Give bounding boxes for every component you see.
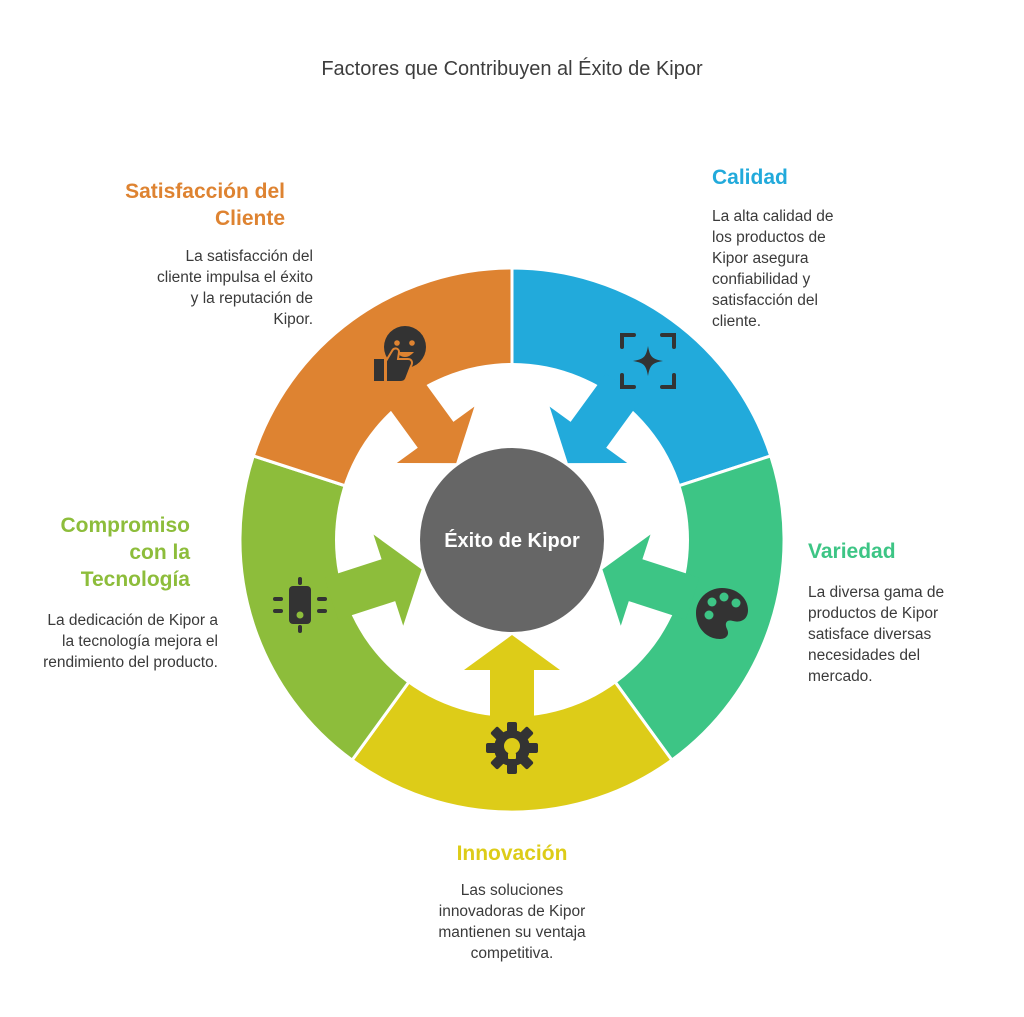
arrow-compromiso: [324, 534, 422, 626]
description-variedad: La diversa gama de productos de Kipor sa…: [808, 584, 945, 685]
chip-icon: [273, 577, 327, 633]
arrow-satisfaccion: [382, 373, 475, 464]
heading-compromiso: Compromiso con la Tecnología: [60, 514, 190, 591]
heading-variedad: Variedad: [808, 540, 896, 563]
segment-satisfaccion: [251, 266, 514, 543]
palette-icon: [696, 588, 748, 639]
gear-bulb-icon: [486, 722, 538, 774]
arrow-variedad: [602, 534, 700, 626]
smiley-thumbs-up-icon: [374, 326, 426, 383]
center-label: Éxito de Kipor: [444, 529, 580, 552]
arrow-calidad: [549, 373, 642, 464]
heading-satisfaccion: Satisfacción del Cliente: [125, 180, 285, 230]
description-calidad: La alta calidad de los productos de Kipo…: [712, 208, 834, 330]
arrow-innovacion: [464, 635, 560, 730]
description-satisfaccion: La satisfacción del cliente impulsa el é…: [157, 248, 313, 328]
heading-innovacion: Innovación: [456, 842, 568, 865]
heading-calidad: Calidad: [712, 166, 788, 189]
sparkle-focus-icon: [620, 333, 676, 389]
description-compromiso: La dedicación de Kipor a la tecnología m…: [43, 612, 218, 671]
diagram-title: Factores que Contribuyen al Éxito de Kip…: [321, 58, 703, 80]
segment-calidad: [510, 266, 773, 543]
center-circle: [420, 448, 604, 632]
description-innovacion: Las soluciones innovadoras de Kipor mant…: [438, 882, 586, 962]
